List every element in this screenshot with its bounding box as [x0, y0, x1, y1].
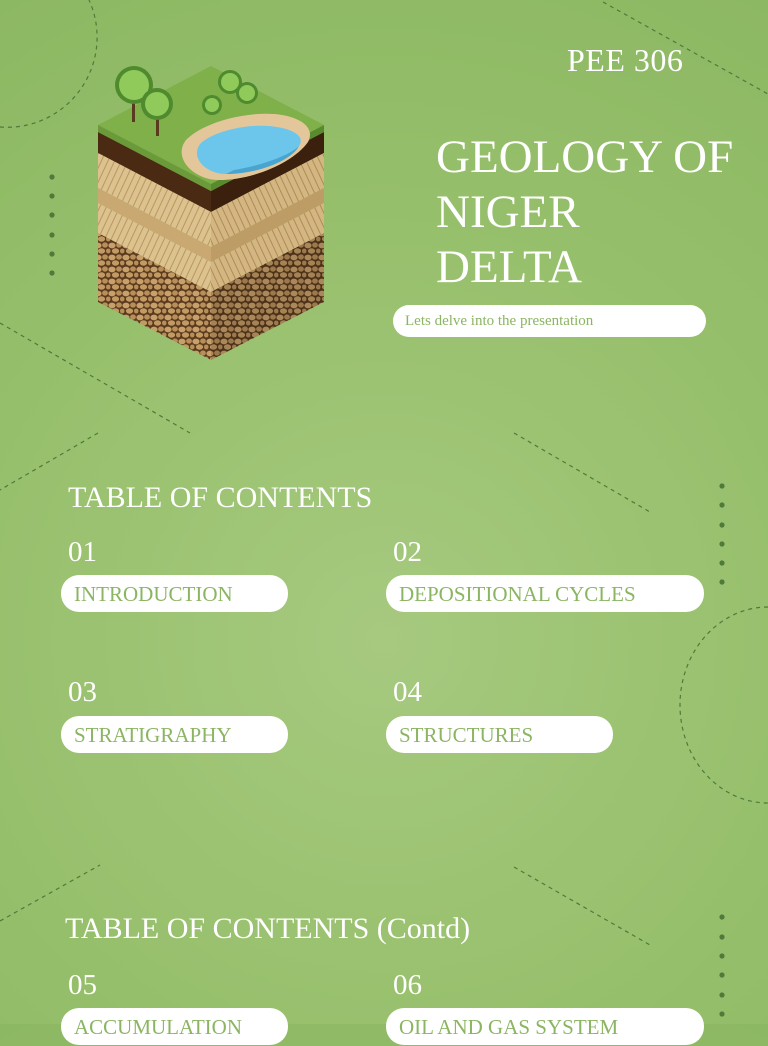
- course-code: PEE 306: [567, 42, 684, 78]
- toc-item-accumulation[interactable]: ACCUMULATION: [61, 1008, 288, 1045]
- toc-number-05: 05: [68, 969, 97, 1001]
- subtitle-pill: Lets delve into the presentation: [393, 305, 706, 337]
- toc-number-02: 02: [393, 536, 422, 568]
- toc-number-04: 04: [393, 676, 422, 708]
- soil-layers-illustration: [98, 66, 324, 360]
- toc-item-structures[interactable]: STRUCTURES: [386, 716, 613, 753]
- toc-number-03: 03: [68, 676, 97, 708]
- toc-item-depositional-cycles[interactable]: DEPOSITIONAL CYCLES: [386, 575, 704, 612]
- toc-number-01: 01: [68, 536, 97, 568]
- toc-item-stratigraphy[interactable]: STRATIGRAPHY: [61, 716, 288, 753]
- title-line-1: GEOLOGY OF: [436, 131, 734, 183]
- toc-number-06: 06: [393, 969, 422, 1001]
- title-line-3: DELTA: [436, 241, 582, 293]
- toc-item-introduction[interactable]: INTRODUCTION: [61, 575, 288, 612]
- toc-item-oil-and-gas-system[interactable]: OIL AND GAS SYSTEM: [386, 1008, 704, 1045]
- toc-contd-heading: TABLE OF CONTENTS (Contd): [65, 912, 471, 945]
- toc-heading: TABLE OF CONTENTS: [68, 481, 373, 514]
- page-title: GEOLOGY OF NIGER DELTA: [436, 130, 766, 295]
- title-line-2: NIGER: [436, 186, 580, 238]
